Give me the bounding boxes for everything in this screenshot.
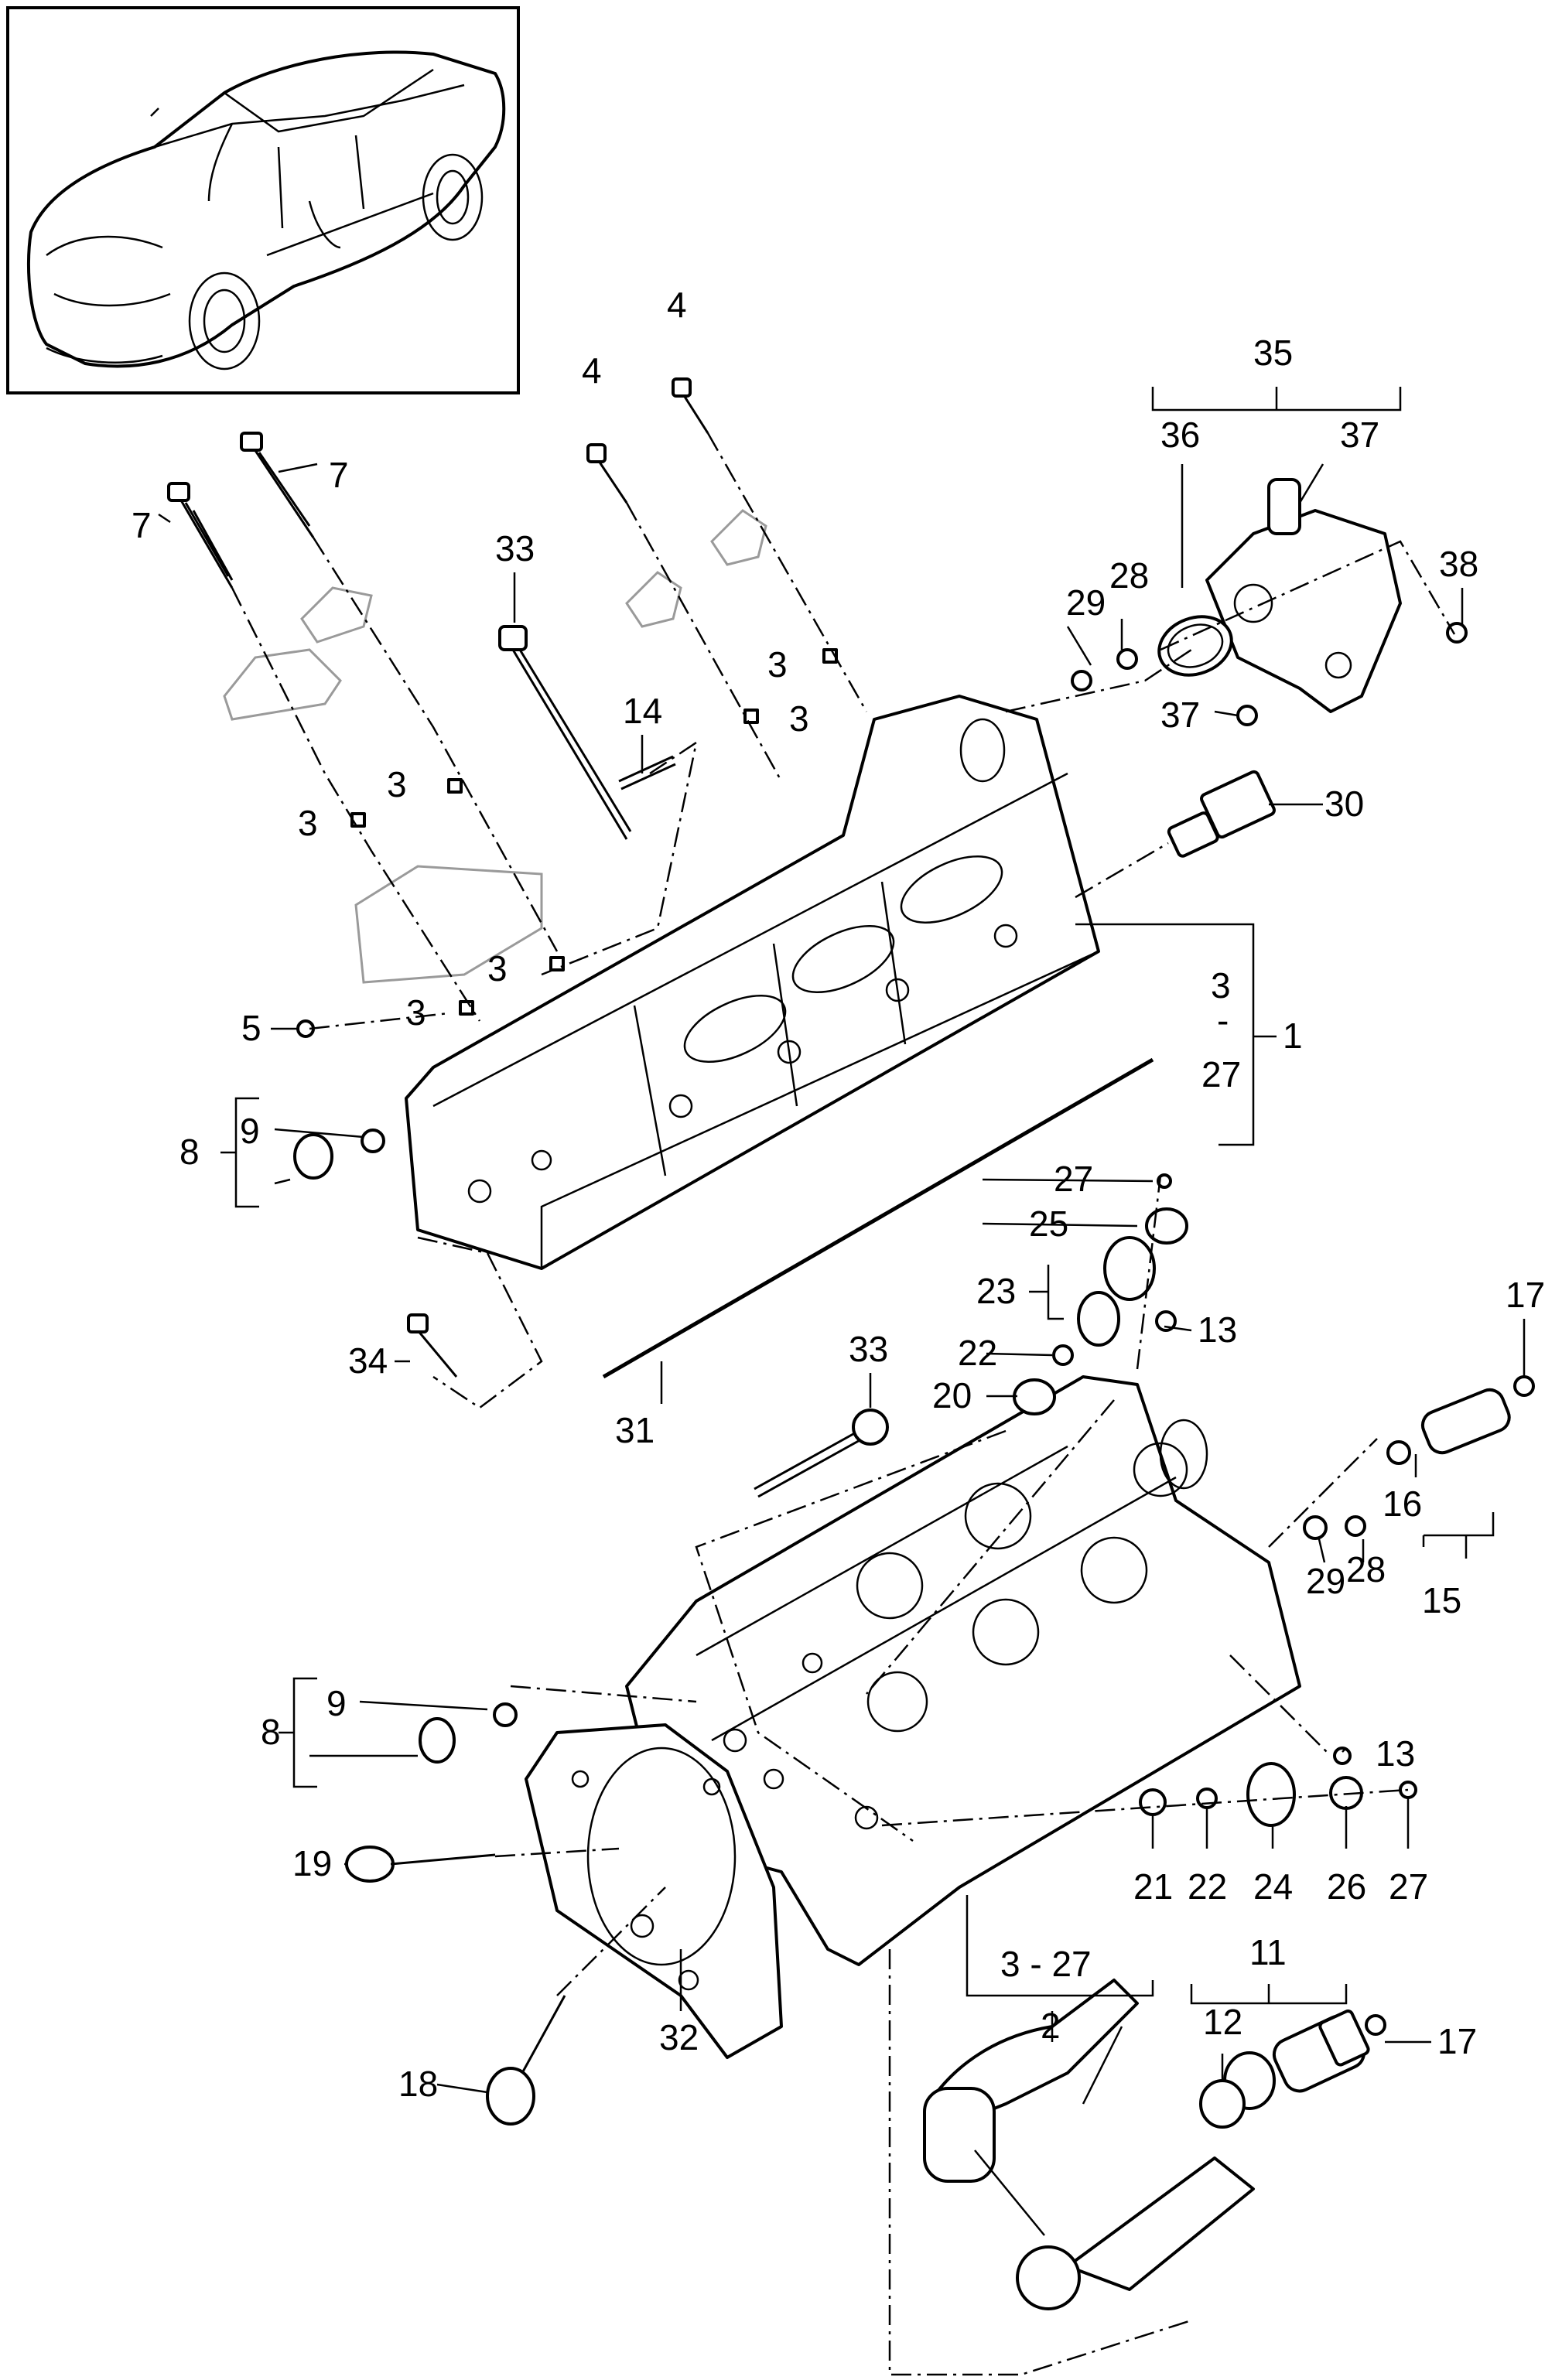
label-28-lower: 28 (1346, 1549, 1386, 1590)
valve-19 (345, 1846, 496, 1883)
label-7-right: 7 (329, 455, 349, 495)
label-4-left: 4 (582, 350, 602, 391)
label-9-lower: 9 (326, 1683, 347, 1723)
label-38: 38 (1439, 544, 1478, 584)
label-25: 25 (1029, 1204, 1068, 1244)
label-range-27: 27 (1201, 1054, 1241, 1094)
head-gasket (525, 1723, 783, 2059)
label-32: 32 (659, 2017, 699, 2057)
vacuum-pump (1157, 478, 1402, 713)
label-29-upper: 29 (1066, 582, 1106, 623)
label-18: 18 (398, 2064, 438, 2104)
bolt-7-right (240, 432, 315, 538)
label-37-bottom: 37 (1160, 695, 1200, 735)
leader-lines (158, 387, 1526, 2094)
label-1: 1 (1283, 1016, 1303, 1056)
label-33-lower: 33 (849, 1329, 888, 1369)
label-35: 35 (1253, 333, 1293, 373)
label-9-upper: 9 (240, 1111, 260, 1151)
cylinder-head-upper (405, 695, 1100, 1270)
car-illustration (26, 50, 506, 370)
bearing-caps (223, 509, 767, 984)
label-12: 12 (1203, 2002, 1242, 2042)
label-26: 26 (1327, 1866, 1366, 1907)
label-30: 30 (1324, 784, 1364, 824)
label-31: 31 (615, 1410, 655, 1450)
label-27-lower: 27 (1389, 1866, 1428, 1907)
label-33-upper: 33 (495, 528, 535, 569)
control-valve-11 (1199, 2010, 1370, 2129)
control-valve-15 (1386, 1388, 1511, 1465)
bolt-4-right (672, 377, 709, 434)
label-5: 5 (241, 1008, 261, 1048)
label-3-c: 3 (387, 764, 407, 804)
bolt-34 (407, 1313, 458, 1378)
label-3-d: 3 (298, 803, 318, 843)
label-8-lower: 8 (261, 1712, 281, 1752)
label-17-lower: 17 (1437, 2021, 1477, 2061)
label-24: 24 (1253, 1866, 1293, 1907)
label-20: 20 (932, 1375, 972, 1415)
camshaft-assembly (923, 1979, 1255, 2310)
bolt-4-left (586, 443, 628, 504)
label-14: 14 (623, 691, 662, 731)
label-7-left: 7 (132, 505, 152, 545)
label-23: 23 (976, 1271, 1016, 1311)
label-37-top: 37 (1340, 415, 1379, 455)
bolt-33-lower (754, 1409, 889, 1498)
stud-14 (618, 755, 676, 790)
spring-24 (1246, 1762, 1296, 1827)
guide-31 (602, 1057, 1154, 1379)
part-labels: 35 36 37 38 29 28 37 30 4 4 7 7 33 14 3 … (132, 285, 1545, 2104)
valve-18 (486, 1995, 566, 2126)
label-range-lower: 3 - 27 (1000, 1944, 1092, 1984)
label-3-b: 3 (789, 698, 809, 739)
label-21: 21 (1133, 1866, 1173, 1907)
label-8-upper: 8 (179, 1132, 200, 1172)
label-19: 19 (292, 1843, 332, 1883)
spring-23 (1077, 1236, 1156, 1347)
label-11: 11 (1249, 1932, 1287, 1972)
label-36: 36 (1160, 415, 1200, 455)
label-15: 15 (1422, 1580, 1461, 1620)
label-4-right: 4 (667, 285, 687, 325)
label-13-lower: 13 (1376, 1733, 1415, 1774)
alignment-lines (231, 432, 1456, 2376)
label-3-f: 3 (406, 992, 426, 1033)
label-3-e: 3 (487, 948, 508, 989)
bolt-33-upper (498, 625, 632, 840)
pressure-sensor (1167, 770, 1276, 858)
cylinder-head-lower (625, 1375, 1301, 1966)
label-22-upper: 22 (958, 1333, 997, 1373)
bolt-7-left (167, 482, 234, 589)
vehicle-thumbnail (6, 6, 520, 394)
label-22-lower: 22 (1188, 1866, 1227, 1907)
small-round-parts (293, 622, 1535, 2036)
label-34: 34 (348, 1340, 388, 1381)
label-29-lower: 29 (1306, 1561, 1345, 1601)
label-2: 2 (1041, 2006, 1061, 2046)
label-range-3: 3 (1211, 965, 1231, 1006)
label-range-dash: - (1217, 1000, 1229, 1040)
label-3-a: 3 (767, 644, 788, 685)
label-28-upper: 28 (1109, 555, 1149, 596)
label-16: 16 (1383, 1484, 1422, 1524)
label-13-upper: 13 (1198, 1310, 1237, 1350)
label-27-upper: 27 (1054, 1159, 1093, 1199)
label-17-upper: 17 (1506, 1275, 1545, 1315)
